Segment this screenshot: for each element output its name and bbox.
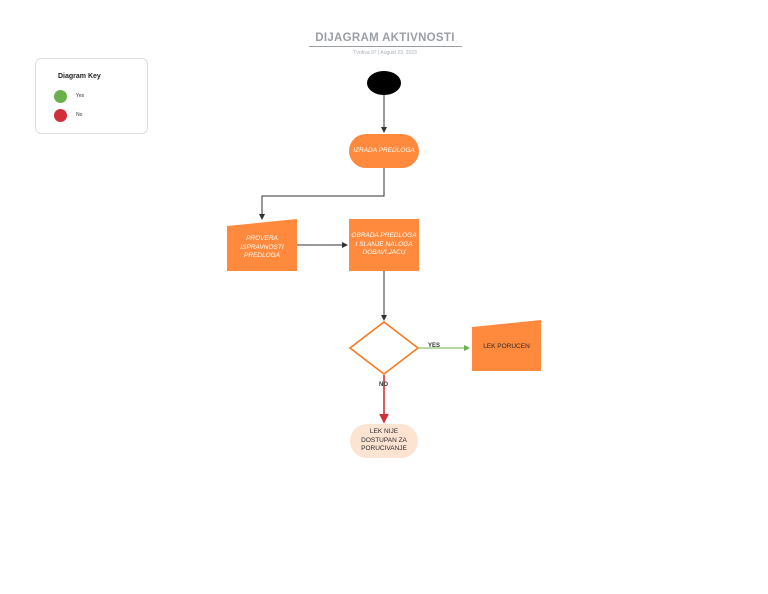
lek-porucen-node [472,320,541,371]
decision-node [348,320,420,376]
lek-nije-label: LEK NIJE DOSTUPAN ZA PORUCIVANJE [361,428,407,453]
provera-node [227,219,297,271]
izrada-node [349,134,419,168]
lek-nije-node [350,424,418,458]
diagram-key: Diagram Key Yes No [35,58,148,134]
yes-key-label: Yes [76,93,85,99]
start-node [367,71,401,95]
obrada-node [349,219,419,271]
yes-edge-label: YES [428,343,441,349]
no-color-swatch [54,109,67,122]
izrada-label: IZRADA PREDLOGA [353,146,415,154]
diagram-title: DIJAGRAM AKTIVNOSTI [315,32,455,44]
no-edge-label: NO [379,382,388,388]
no-key-label: No [76,112,83,118]
yes-color-swatch [54,90,67,103]
lek-porucen-label: LEK PORUCEN [483,343,530,351]
obrada-label: OBRADA PREDLOGA I SLANJE NALOGA DOBAVLJA… [351,232,417,257]
diagram-key-title: Diagram Key [58,73,101,80]
diagram-subtitle: Tvrdiva 97 | August 23, 2023 [353,50,417,56]
title-underline [309,46,462,47]
provera-label: PROVERA ISPRAVNOSTI PREDLOGA [240,235,284,260]
edge-izrada-to-provera [259,168,385,220]
